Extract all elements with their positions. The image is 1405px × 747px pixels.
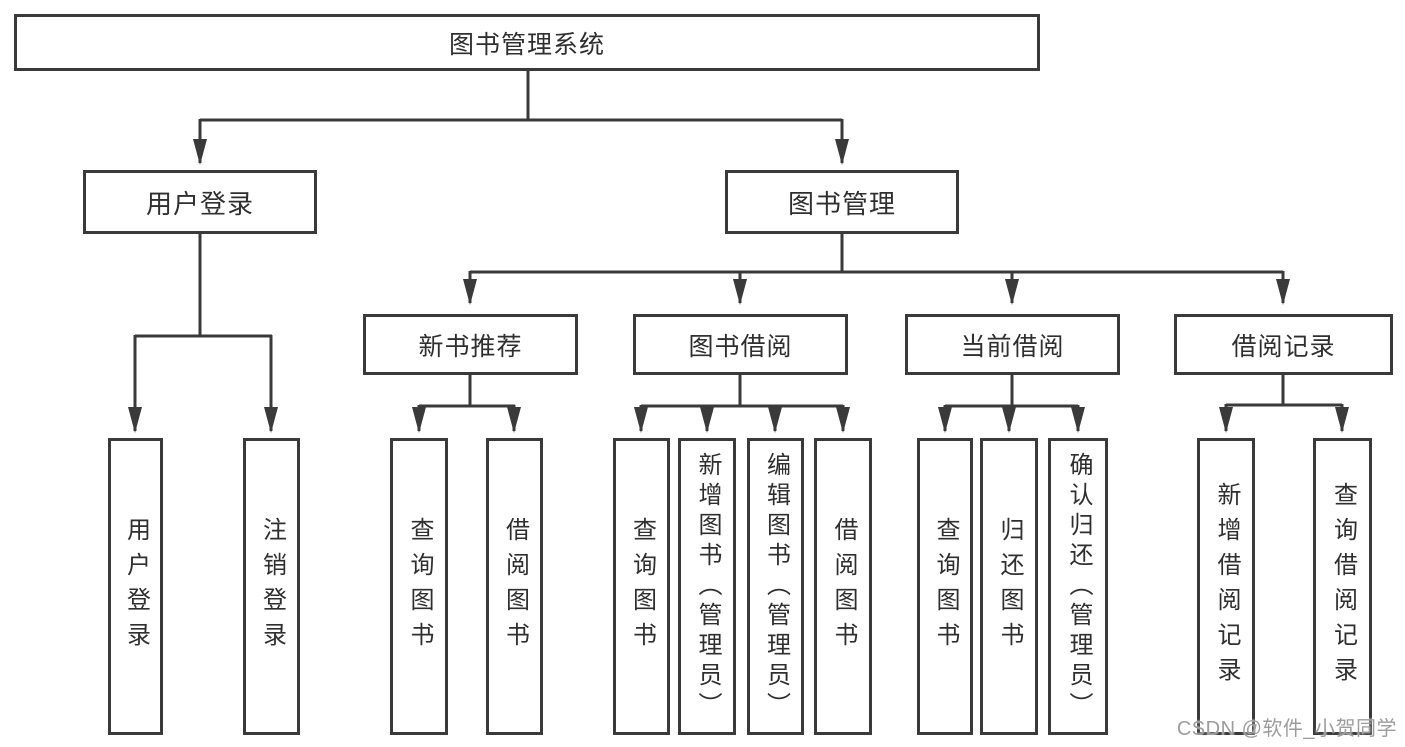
leaf-edit-book-admin: 编辑图书（管理员） (747, 438, 804, 735)
leaf-query-book-borrow: 查询图书 (613, 438, 670, 735)
watermark: CSDN @软件_小贺同学 (1176, 718, 1397, 740)
leaf-user-login: 用户登录 (108, 438, 163, 735)
leaf-add-book-admin: 新增图书（管理员） (678, 438, 736, 735)
leaf-return-book: 归还图书 (980, 438, 1038, 735)
leaf-borrow-book-recommend: 借阅图书 (486, 438, 543, 735)
leaf-logout: 注销登录 (243, 438, 300, 735)
leaf-confirm-return-admin: 确认归还（管理员） (1048, 438, 1108, 735)
node-library-management-system: 图书管理系统 (14, 14, 1040, 71)
leaf-query-borrow-record: 查询借阅记录 (1313, 438, 1372, 735)
node-borrow-records: 借阅记录 (1174, 314, 1393, 375)
leaf-query-book-current: 查询图书 (917, 438, 973, 735)
node-book-borrow: 图书借阅 (633, 314, 848, 375)
leaf-borrow-book: 借阅图书 (814, 438, 872, 735)
leaf-add-borrow-record: 新增借阅记录 (1197, 438, 1255, 735)
node-new-book-recommend: 新书推荐 (363, 314, 578, 375)
node-book-management: 图书管理 (725, 170, 959, 234)
leaf-query-book-recommend: 查询图书 (390, 438, 448, 735)
node-current-borrow: 当前借阅 (905, 314, 1120, 375)
node-user-login: 用户登录 (83, 170, 317, 234)
